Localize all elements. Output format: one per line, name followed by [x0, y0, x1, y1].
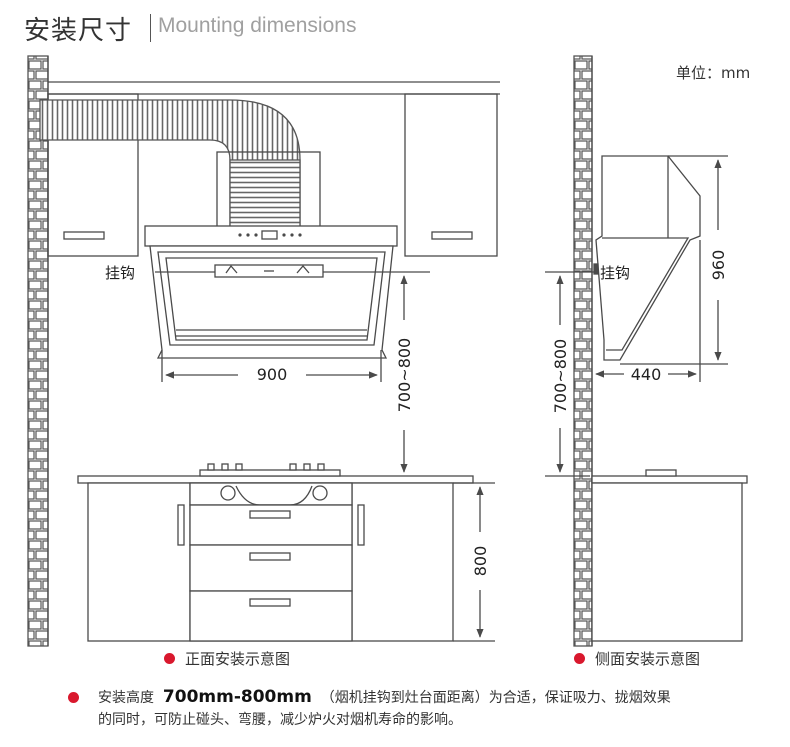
front-hood-body: [149, 245, 394, 359]
note-line1: （烟机挂钩到灶台面距离）为合适，保证吸力、拢烟效果: [320, 690, 671, 706]
side-caption-text: 侧面安装示意图: [595, 650, 701, 668]
caption-bullet-icon: [164, 653, 175, 664]
front-countertop: [77, 475, 474, 484]
unit-label: 单位：mm: [676, 64, 751, 82]
page-title: 安装尺寸: [24, 16, 133, 46]
front-hook-label: 挂钩: [105, 264, 135, 282]
note-highlight: 700mm-800mm: [162, 687, 312, 707]
side-countertop: [591, 475, 748, 484]
note-line2: 的同时，可防止碰头、弯腰，减少炉火对烟机寿命的影响。: [98, 712, 462, 728]
front-cabinet-dim: 800: [471, 546, 490, 577]
side-brick-wall: [573, 55, 593, 647]
side-hood-profile: [595, 155, 701, 361]
front-width-dim: 900: [257, 365, 288, 384]
title-divider: [150, 14, 151, 42]
side-lower-cabinet: [591, 482, 743, 642]
page-subtitle: Mounting dimensions: [158, 14, 357, 37]
note-prefix: 安装高度: [98, 690, 154, 706]
install-note: 安装高度 700mm-800mm （烟机挂钩到灶台面距离）为合适，保证吸力、拢烟…: [68, 686, 770, 731]
side-mount-dim: 700~800: [551, 339, 570, 413]
front-height-dim: 700~800: [395, 338, 414, 412]
header: 安装尺寸 Mounting dimensions: [0, 0, 790, 50]
note-bullet-icon: [68, 692, 79, 703]
front-caption: 正面安装示意图: [164, 648, 290, 669]
caption-bullet-icon: [574, 653, 585, 664]
upper-cabinet-left: [47, 93, 139, 257]
front-brick-wall: [27, 55, 49, 647]
upper-cabinet-right: [404, 93, 498, 257]
side-caption: 侧面安装示意图: [574, 648, 700, 669]
side-height-dim: 960: [709, 250, 728, 281]
side-depth-dim: 440: [631, 365, 662, 384]
side-hook-label: 挂钩: [600, 264, 630, 282]
front-caption-text: 正面安装示意图: [185, 650, 291, 668]
